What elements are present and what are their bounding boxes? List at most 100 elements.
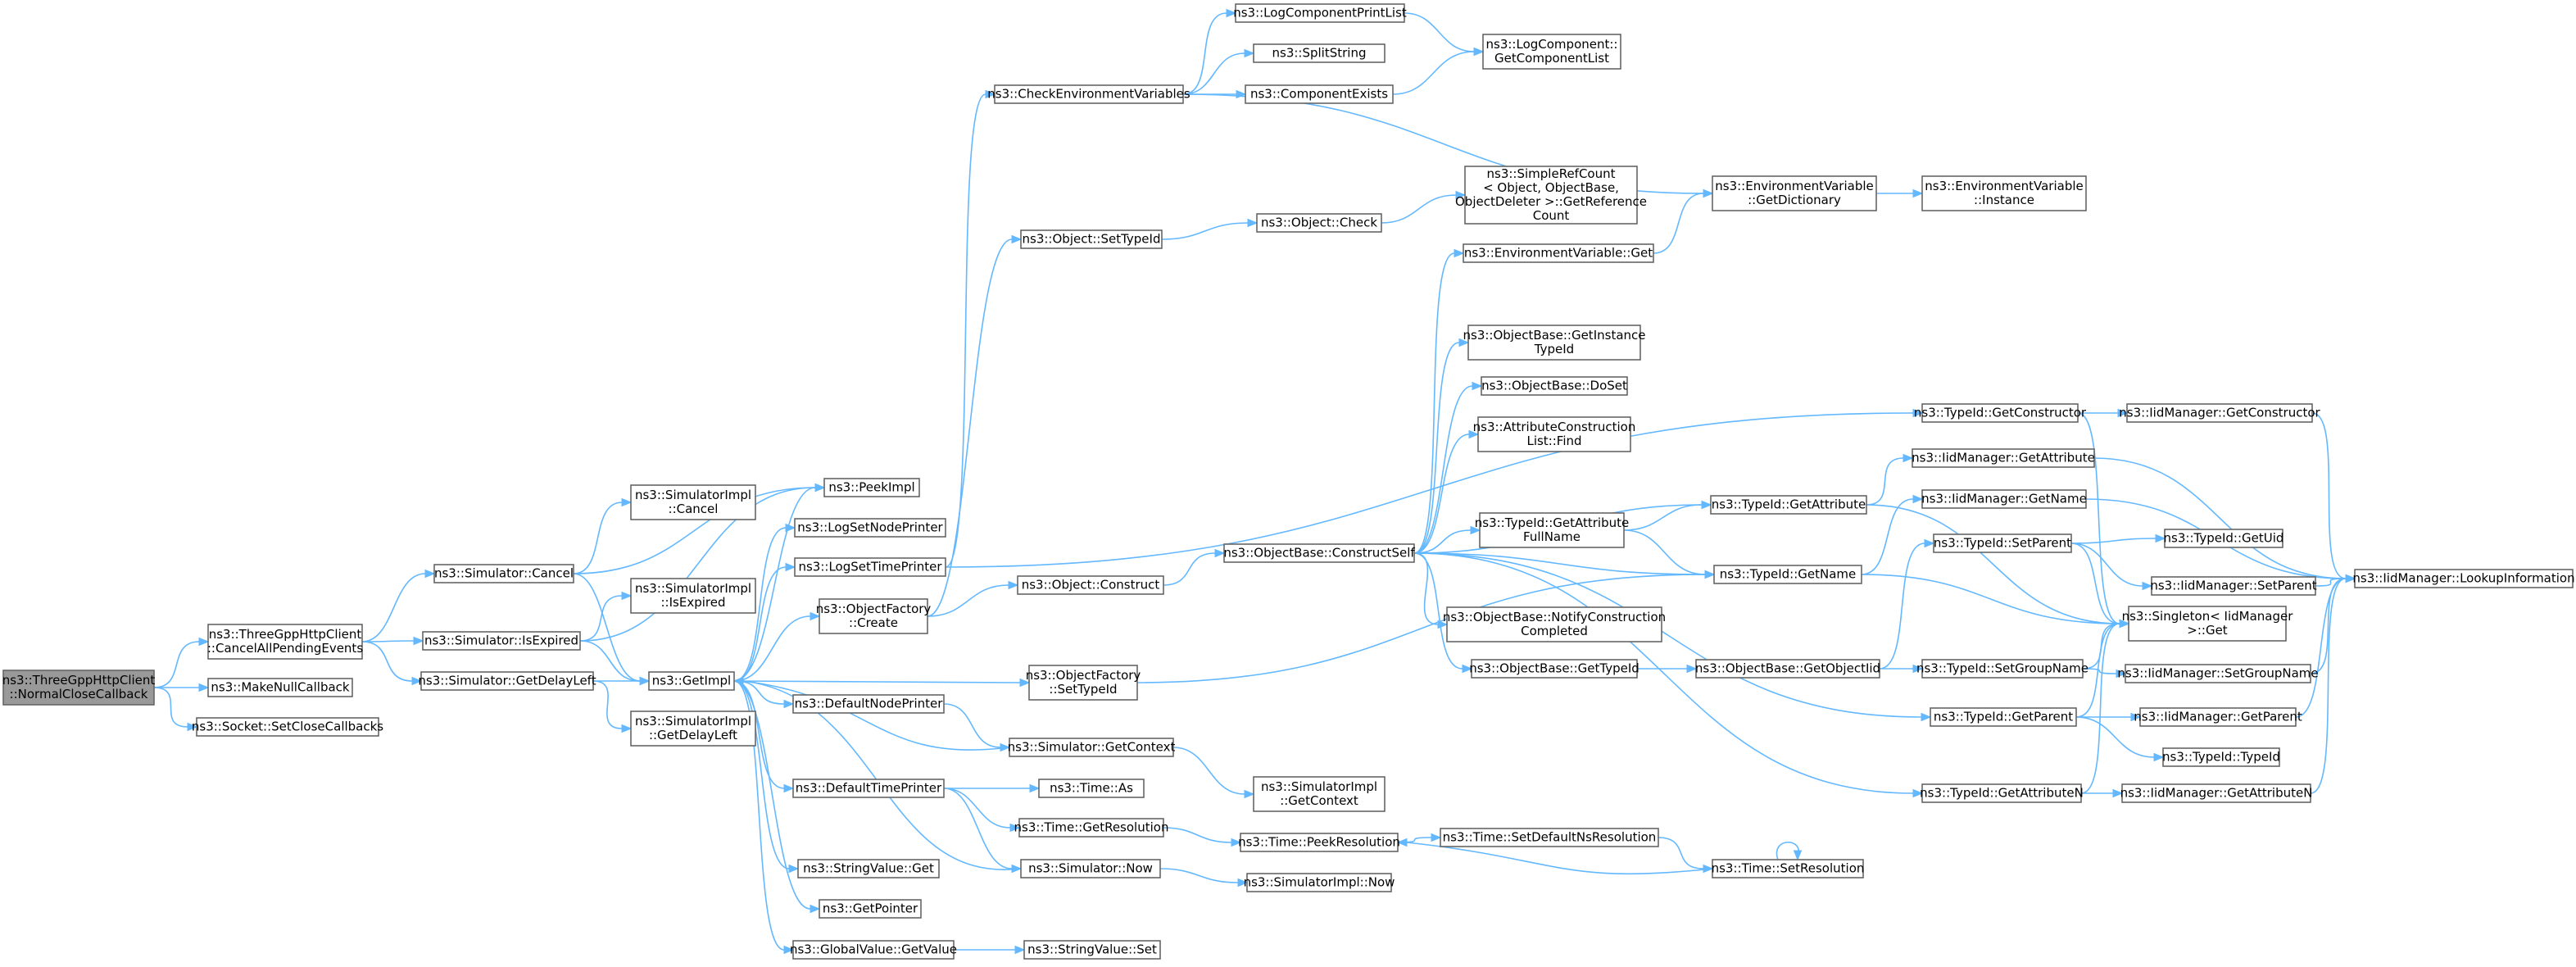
node-label: ns3::SimulatorImpl	[635, 581, 751, 596]
node-iidGetName[interactable]: ns3::IidManager::GetName	[1921, 489, 2087, 509]
node-peekImpl[interactable]: ns3::PeekImpl	[823, 478, 920, 497]
node-implCancel[interactable]: ns3::SimulatorImpl::Cancel	[630, 484, 756, 520]
edge-defTimePrinter-to-timeAs	[944, 783, 1041, 793]
node-tidGetName[interactable]: ns3::TypeId::GetName	[1713, 565, 1862, 584]
node-timePeekRes[interactable]: ns3::Time::PeekResolution	[1238, 833, 1400, 852]
node-objConstruct[interactable]: ns3::Object::Construct	[1017, 575, 1164, 595]
node-label: ns3::ThreeGppHttpClient	[209, 627, 362, 642]
node-iidGetParent[interactable]: ns3::IidManager::GetParent	[2134, 707, 2302, 727]
node-obGetTypeId[interactable]: ns3::ObjectBase::GetTypeId	[1469, 659, 1639, 679]
edge-defTimePrinter-to-timeGetRes	[943, 788, 1021, 833]
node-logSetNode[interactable]: ns3::LogSetNodePrinter	[794, 518, 946, 538]
node-envVarGetDict[interactable]: ns3::EnvironmentVariable::GetDictionary	[1712, 175, 1877, 211]
node-envVarGet[interactable]: ns3::EnvironmentVariable::Get	[1463, 243, 1654, 263]
node-label: ns3::ObjectBase::DoSet	[1481, 379, 1627, 393]
node-iidGetAttributeN[interactable]: ns3::IidManager::GetAttributeN	[2120, 783, 2313, 803]
edge-iidGetConstructor-to-iidLookup	[2311, 412, 2356, 583]
node-obDoSet[interactable]: ns3::ObjectBase::DoSet	[1481, 376, 1628, 396]
node-getImpl[interactable]: ns3::GetImpl	[648, 671, 735, 691]
node-label: ns3::CheckEnvironmentVariables	[987, 87, 1190, 102]
node-label: ns3::LogComponent::	[1486, 37, 1618, 52]
node-simGetContext[interactable]: ns3::Simulator::GetContext	[1008, 738, 1176, 757]
node-defTimePrinter[interactable]: ns3::DefaultTimePrinter	[792, 779, 945, 798]
node-timeSetDefNs[interactable]: ns3::Time::SetDefaultNsResolution	[1440, 828, 1659, 847]
node-objectCheck[interactable]: ns3::Object::Check	[1256, 213, 1382, 233]
node-singletonGet[interactable]: ns3::Singleton< IidManager >::Get	[2122, 606, 2294, 642]
node-label: ns3::TypeId::GetParent	[1934, 710, 2073, 724]
node-simNow[interactable]: ns3::Simulator::Now	[1020, 859, 1161, 878]
node-envVarInstance[interactable]: ns3::EnvironmentVariable::Instance	[1921, 175, 2087, 211]
node-label: ns3::IidManager::GetAttribute	[1912, 451, 2095, 465]
node-tidTypeId[interactable]: ns3::TypeId::TypeId	[2162, 747, 2280, 767]
node-makeNull[interactable]: ns3::MakeNullCallback	[207, 678, 353, 697]
node-timeAs[interactable]: ns3::Time::As	[1038, 779, 1145, 798]
node-label: ::Instance	[1974, 193, 2034, 207]
node-logSetTime[interactable]: ns3::LogSetTimePrinter	[794, 557, 946, 577]
edge-tidGetAttrFullName-to-tidGetAttribute	[1623, 500, 1712, 531]
node-tidGetConstructor[interactable]: ns3::TypeId::GetConstructor	[1914, 403, 2087, 423]
edge-tidSetParent-to-tidGetUid	[2070, 533, 2166, 544]
node-label: ns3::Simulator::Now	[1028, 861, 1153, 876]
node-implGetContext[interactable]: ns3::SimulatorImpl::GetContext	[1253, 776, 1386, 812]
node-cancelAll[interactable]: ns3::ThreeGppHttpClient::CancelAllPendin…	[207, 624, 363, 660]
node-simpleRefCount[interactable]: ns3::SimpleRefCount< Object, ObjectBase,…	[1455, 166, 1647, 225]
node-logCompGetList[interactable]: ns3::LogComponent::GetComponentList	[1482, 34, 1621, 70]
node-objFactorySetTypeId[interactable]: ns3::ObjectFactory::SetTypeId	[1026, 665, 1141, 701]
node-simGetDelayLeft[interactable]: ns3::Simulator::GetDelayLeft	[418, 671, 596, 691]
node-splitString[interactable]: ns3::SplitString	[1253, 43, 1386, 63]
edge-getImpl-to-logSetNode	[733, 523, 796, 682]
node-simCancel[interactable]: ns3::Simulator::Cancel	[433, 564, 574, 583]
node-objSetTypeId[interactable]: ns3::Object::SetTypeId	[1020, 229, 1163, 249]
node-label: ::IsExpired	[661, 595, 726, 610]
edge-logSetTime-to-checkEnv	[945, 89, 996, 568]
node-globalValueGet[interactable]: ns3::GlobalValue::GetValue	[790, 940, 957, 960]
node-obConstructSelf[interactable]: ns3::ObjectBase::ConstructSelf	[1223, 543, 1415, 563]
node-tidGetParent[interactable]: ns3::TypeId::GetParent	[1930, 707, 2077, 727]
node-obGetObjectIid[interactable]: ns3::ObjectBase::GetObjectIid	[1695, 659, 1880, 679]
node-implNow[interactable]: ns3::SimulatorImpl::Now	[1244, 873, 1395, 892]
node-root[interactable]: ns3::ThreeGppHttpClient::NormalCloseCall…	[2, 670, 156, 706]
node-logCompPrintList[interactable]: ns3::LogComponentPrintList	[1233, 3, 1407, 23]
node-label: ns3::TypeId::SetParent	[1934, 536, 2071, 551]
node-tidSetGroupName[interactable]: ns3::TypeId::SetGroupName	[1916, 659, 2088, 679]
node-iidGetAttribute[interactable]: ns3::IidManager::GetAttribute	[1912, 448, 2095, 468]
node-implGetDelayLeft[interactable]: ns3::SimulatorImpl::GetDelayLeft	[630, 710, 756, 747]
edge-timeSetRes-to-timePeekRes	[1396, 838, 1713, 875]
node-stringValueSet[interactable]: ns3::StringValue::Set	[1023, 940, 1161, 960]
node-implIsExpired[interactable]: ns3::SimulatorImpl::IsExpired	[630, 578, 756, 614]
node-objFactoryCreate[interactable]: ns3::ObjectFactory::Create	[816, 598, 932, 634]
node-label: ns3::IidManager::GetConstructor	[2119, 406, 2320, 420]
node-timeSetRes[interactable]: ns3::Time::SetResolution	[1712, 859, 1865, 878]
node-tidGetAttributeN[interactable]: ns3::TypeId::GetAttributeN	[1920, 783, 2084, 803]
node-tidGetUid[interactable]: ns3::TypeId::GetUid	[2164, 529, 2284, 548]
edge-envVarGet-to-envVarGetDict	[1653, 188, 1714, 254]
node-iidSetGroupName[interactable]: ns3::IidManager::SetGroupName	[2117, 664, 2319, 683]
node-simIsExpired[interactable]: ns3::Simulator::IsExpired	[422, 631, 581, 651]
node-label: ns3::Singleton< IidManager	[2122, 609, 2294, 624]
node-getPointer[interactable]: ns3::GetPointer	[819, 899, 922, 919]
node-defNodePrinter[interactable]: ns3::DefaultNodePrinter	[792, 694, 945, 714]
node-componentExists[interactable]: ns3::ComponentExists	[1245, 84, 1394, 104]
node-label: ns3::ObjectBase::GetObjectIid	[1695, 661, 1880, 676]
node-iidSetParent[interactable]: ns3::IidManager::SetParent	[2150, 576, 2317, 596]
node-obNotifyConstr[interactable]: ns3::ObjectBase::NotifyConstructionCompl…	[1443, 606, 1666, 642]
node-iidGetConstructor[interactable]: ns3::IidManager::GetConstructor	[2119, 403, 2321, 423]
node-checkEnv[interactable]: ns3::CheckEnvironmentVariables	[987, 84, 1190, 104]
edge-getImpl-to-objFactorySetTypeId	[733, 678, 1031, 688]
node-label: ns3::EnvironmentVariable	[1715, 179, 1873, 193]
node-tidGetAttribute[interactable]: ns3::TypeId::GetAttribute	[1710, 495, 1867, 515]
node-label: TypeId	[1534, 342, 1574, 356]
node-tidSetParent[interactable]: ns3::TypeId::SetParent	[1933, 533, 2072, 553]
node-label: FullName	[1523, 529, 1581, 544]
edge-tidGetAttrFullName-to-tidGetName	[1623, 529, 1716, 579]
node-timeGetRes[interactable]: ns3::Time::GetResolution	[1014, 818, 1169, 838]
node-stringValueGet[interactable]: ns3::StringValue::Get	[797, 859, 940, 878]
node-label: ::GetDelayLeft	[649, 728, 737, 742]
node-iidLookup[interactable]: ns3::IidManager::LookupInformation	[2352, 569, 2575, 588]
node-label: ns3::LogComponentPrintList	[1233, 6, 1407, 20]
edge-envVarGetDict-to-envVarInstance	[1876, 188, 1924, 198]
node-setClose[interactable]: ns3::Socket::SetCloseCallbacks	[192, 717, 383, 737]
